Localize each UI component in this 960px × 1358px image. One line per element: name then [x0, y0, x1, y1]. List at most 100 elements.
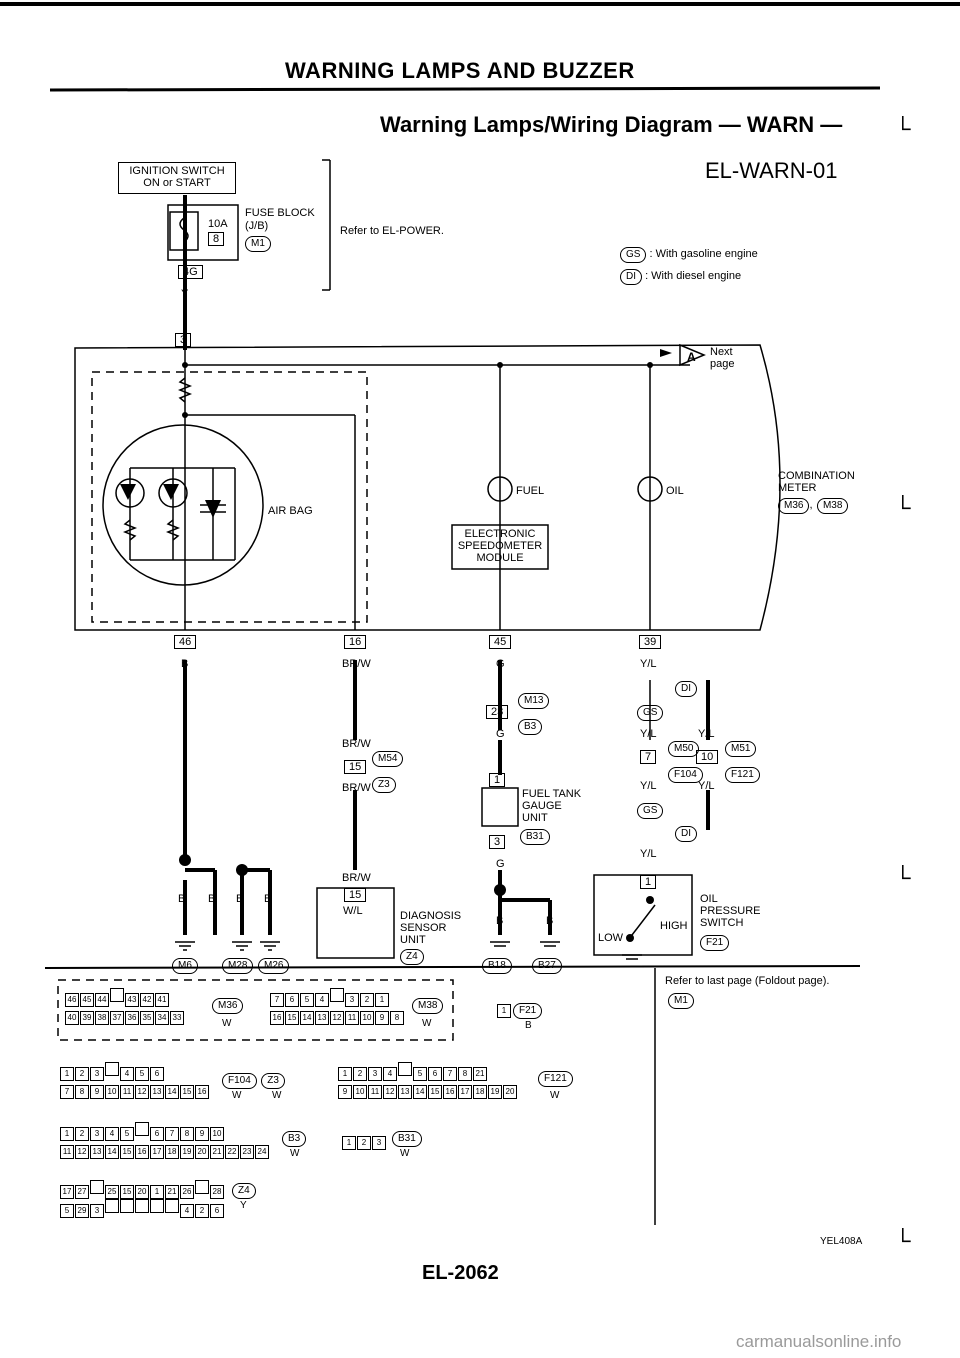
corner-mark-icon: └ — [895, 116, 911, 141]
connector-pin — [105, 1062, 119, 1076]
connector-pin: 3 — [345, 993, 359, 1007]
pin-15b: 15 — [344, 888, 367, 902]
connector-pin: 14 — [105, 1145, 119, 1159]
connector-pin: 5 — [60, 1204, 74, 1218]
connector-pin: 6 — [150, 1067, 164, 1081]
connector-pin: 38 — [95, 1011, 109, 1025]
conn-f21: F21 — [700, 932, 730, 951]
pin-7: 7 — [640, 750, 657, 764]
fuse-block-label: FUSE BLOCK — [245, 207, 315, 219]
connector-pin: 4 — [180, 1204, 194, 1218]
wire-brw: BR/W — [342, 658, 371, 670]
wire-color-y: Y — [181, 288, 189, 300]
connector-pin: 3 — [90, 1204, 104, 1218]
conn-b31: B31 — [520, 826, 550, 845]
connector-pin: 2 — [75, 1067, 89, 1081]
conn-f21-color: B — [525, 1020, 532, 1031]
wire-b: B — [181, 658, 189, 670]
pin-1: 1 — [489, 773, 506, 787]
connector-pin: 16 — [443, 1085, 457, 1099]
conn-gs-2: GS — [637, 800, 664, 819]
connector-pin — [330, 988, 344, 1002]
connector-pin: 21 — [165, 1185, 179, 1199]
pin-1-oil: 1 — [640, 875, 657, 889]
connector-pin: 20 — [503, 1085, 517, 1099]
connector-pin — [135, 1199, 149, 1213]
connector-pin: 10 — [210, 1127, 224, 1141]
connector-pin — [398, 1062, 412, 1076]
connector-pin: 15 — [120, 1145, 134, 1159]
wire-wl: W/L — [343, 905, 363, 917]
connector-pin: 3 — [90, 1067, 104, 1081]
conn-b3-tag: B3 — [282, 1128, 307, 1147]
connector-pin: 11 — [368, 1085, 382, 1099]
gnd-wire-b1: B — [178, 893, 186, 905]
connector-pin: 17 — [150, 1145, 164, 1159]
connector-pin: 10 — [353, 1085, 367, 1099]
gnd-wire-b3: B — [236, 893, 244, 905]
gnd-b18: B18 — [482, 955, 512, 974]
gnd-m28: M28 — [222, 955, 254, 974]
conn-m51: M51 — [725, 738, 757, 757]
connector-pin: 7 — [60, 1085, 74, 1099]
connector-pin: 1 — [338, 1067, 352, 1081]
conn-f121-color: W — [550, 1090, 560, 1101]
connector-pin: 3 — [368, 1067, 382, 1081]
conn-z3-color: W — [272, 1090, 282, 1101]
connector-pin: 16 — [270, 1011, 284, 1025]
wire-brw-2: BR/W — [342, 738, 371, 750]
oil-lamp-label: OIL — [666, 485, 684, 497]
connector-pin: 6 — [210, 1204, 224, 1218]
wire-yl-5: Y/L — [698, 780, 715, 792]
next-page-label-2: page — [710, 358, 735, 370]
corner-mark-icon: └ — [895, 865, 911, 890]
conn-m13: M13 — [518, 690, 550, 709]
connector-pin: 45 — [80, 993, 94, 1007]
pin-3: 3 — [489, 835, 506, 849]
connector-pin: 2 — [353, 1067, 367, 1081]
gnd-m6: M6 — [172, 955, 198, 974]
connector-pin: 19 — [180, 1145, 194, 1159]
conn-di-1: DI — [675, 678, 697, 697]
meter-pin-45: 45 — [489, 635, 512, 649]
ignition-switch-label: IGNITION SWITCH — [129, 165, 225, 177]
connector-pin: 21 — [473, 1067, 487, 1081]
connector-pin: 1 — [150, 1185, 164, 1199]
wire-g: G — [496, 658, 505, 670]
connector-pin: 14 — [300, 1011, 314, 1025]
connector-pin: 16 — [135, 1145, 149, 1159]
connector-pin: 29 — [75, 1204, 89, 1218]
gnd-wire-b6: B — [546, 915, 554, 927]
legend-di-text: : With diesel engine — [645, 270, 742, 282]
figure-ref: YEL408A — [820, 1236, 863, 1247]
connector-pin: 4 — [105, 1127, 119, 1141]
connector-pin: 13 — [398, 1085, 412, 1099]
gnd-b27: B27 — [532, 955, 562, 974]
conn-b31-tag: B31 — [392, 1128, 422, 1147]
wire-brw-3: BR/W — [342, 782, 371, 794]
meter-label-1: COMBINATION — [778, 470, 855, 482]
conn-b3-color: W — [290, 1148, 300, 1159]
connector-pin: 17 — [60, 1185, 74, 1199]
wire-yl: Y/L — [640, 658, 657, 670]
wire-yl-2: Y/L — [640, 728, 657, 740]
refer-foldout: Refer to last page (Foldout page). — [665, 975, 830, 987]
connector-pin: 6 — [285, 993, 299, 1007]
connector-pin: 10 — [360, 1011, 374, 1025]
wire-g-3: G — [496, 858, 505, 870]
connector-pin: 13 — [150, 1085, 164, 1099]
conn-m1-bottom: M1 — [668, 990, 694, 1009]
oil-high: HIGH — [660, 920, 688, 932]
legend-gasoline: GS : With gasoline engine — [620, 247, 758, 263]
ignition-switch-state: ON or START — [143, 177, 211, 189]
connector-pin: 10 — [105, 1085, 119, 1099]
conn-di-2: DI — [675, 823, 697, 842]
gnd-wire-b2: B — [208, 893, 216, 905]
connector-pin: 16 — [195, 1085, 209, 1099]
wire-yl-6: Y/L — [640, 848, 657, 860]
meter-connectors: M36, M38 — [778, 495, 849, 514]
